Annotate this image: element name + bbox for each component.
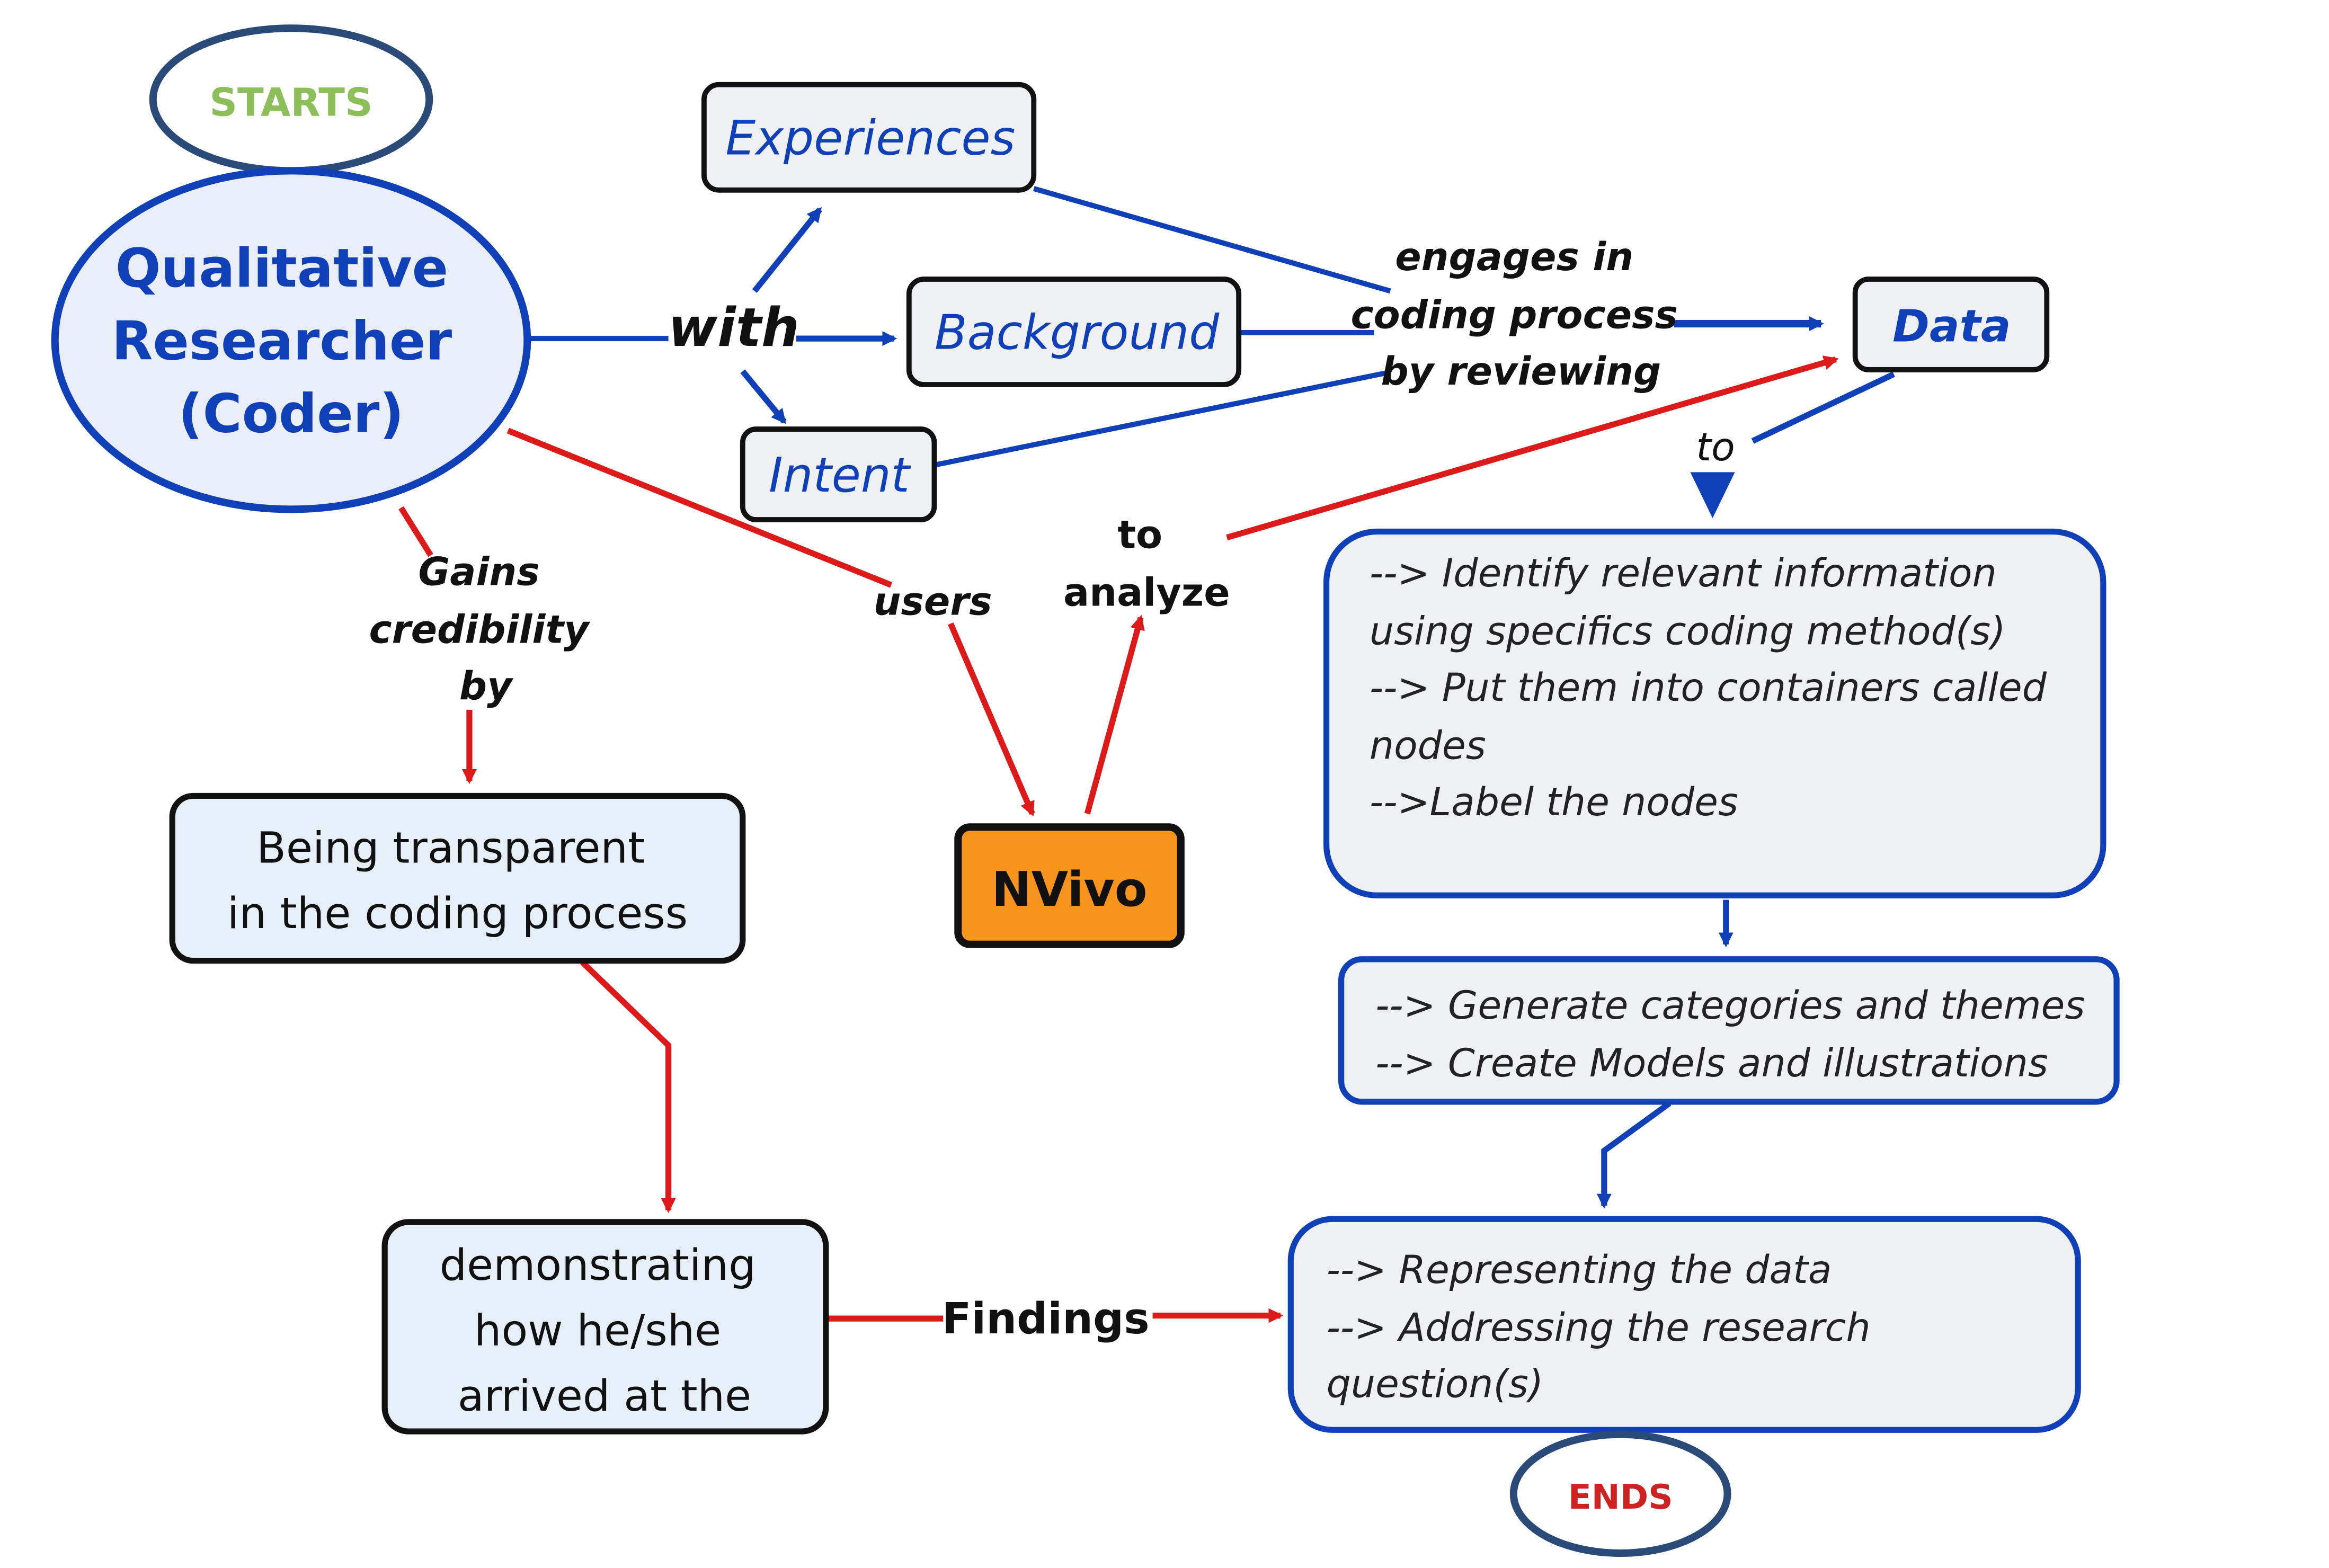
engages-label: engages in coding process by reviewing <box>1350 235 1691 394</box>
starts-label: STARTS <box>209 81 372 126</box>
intent-node: Intent <box>740 426 937 522</box>
engages-line-3: by reviewing <box>1381 349 1661 394</box>
gains-line-1: Gains <box>418 549 539 594</box>
demonstrating-line-2: how he/she <box>474 1306 721 1356</box>
intent-label: Intent <box>769 448 911 503</box>
representing-line-1: --> Representing the data <box>1327 1248 1832 1293</box>
arrow-transparent-demonstrating <box>580 960 676 1214</box>
demonstrating-line-3: arrived at the <box>458 1371 751 1421</box>
transparent-label: Being transparent in the coding process <box>227 824 688 939</box>
gains-line-3: by <box>459 664 514 709</box>
representing-line-3: question(s) <box>1327 1362 1544 1407</box>
arrow-analyze-data <box>1226 355 1839 541</box>
generate-line-1: --> Generate categories and themes <box>1375 983 2085 1028</box>
generate-label: --> Generate categories and themes --> C… <box>1375 983 2097 1086</box>
arrow-nvivo-analyze <box>1084 614 1145 815</box>
identify-line-1: --> Identify relevant information <box>1370 551 1997 596</box>
gains-line-2: credibility <box>369 608 591 653</box>
generate-line-2: --> Create Models and illustrations <box>1375 1041 2048 1086</box>
arrow-users-nvivo <box>948 622 1035 817</box>
transparent-node: Being transparent in the coding process <box>169 792 746 964</box>
connector-data-to <box>1751 371 1895 444</box>
ends-node: ENDS <box>1509 1430 1731 1557</box>
representing-node: --> Representing the data --> Addressing… <box>1287 1216 2081 1433</box>
researcher-label: Qualitative Researcher (Coder) <box>112 237 471 445</box>
generate-node: --> Generate categories and themes --> C… <box>1338 956 2120 1105</box>
to-analyze-line-2: analyze <box>1063 571 1230 616</box>
representing-line-2: --> Addressing the research <box>1327 1305 1871 1350</box>
demonstrating-line-1: demonstrating <box>440 1241 756 1290</box>
transparent-line-2: in the coding process <box>227 889 688 939</box>
engages-line-1: engages in <box>1395 235 1633 280</box>
background-label: Background <box>935 306 1220 361</box>
identify-node: --> Identify relevant information using … <box>1323 528 2106 898</box>
experiences-node: Experiences <box>701 82 1037 193</box>
to-data-label: to <box>1696 425 1735 470</box>
to-analyze-label: to analyze <box>1063 512 1230 615</box>
data-node: Data <box>1852 277 2050 372</box>
researcher-line-3: (Coder) <box>178 382 404 445</box>
researcher-node: Qualitative Researcher (Coder) <box>51 167 531 513</box>
arrowhead-to-identify <box>1690 472 1735 519</box>
connector-intent-engages <box>935 370 1388 468</box>
identify-line-3: --> Put them into containers called <box>1370 665 2047 710</box>
arrow-with-intent <box>740 369 787 424</box>
connector-researcher-gains <box>398 506 433 557</box>
engages-line-2: coding process <box>1350 292 1677 337</box>
demonstrating-node: demonstrating how he/she arrived at the <box>381 1219 829 1435</box>
to-analyze-line-1: to <box>1117 512 1162 557</box>
arrow-with-experiences <box>752 207 822 293</box>
arrow-generate-representing <box>1596 1101 1672 1209</box>
with-label: with <box>668 296 799 359</box>
ends-label: ENDS <box>1568 1477 1673 1517</box>
transparent-line-1: Being transparent <box>256 824 645 874</box>
connector-experiences-engages <box>1033 186 1391 294</box>
demonstrating-label: demonstrating how he/she arrived at the <box>440 1241 770 1421</box>
researcher-line-1: Qualitative <box>115 237 448 299</box>
identify-label: --> Identify relevant information using … <box>1370 551 2059 825</box>
representing-label: --> Representing the data --> Addressing… <box>1327 1248 1883 1407</box>
nvivo-node: NVivo <box>954 823 1185 948</box>
experiences-label: Experiences <box>725 111 1015 166</box>
background-node: Background <box>906 277 1242 387</box>
starts-node: STARTS <box>149 24 433 175</box>
identify-line-2: using specifics coding method(s) <box>1370 609 2006 654</box>
data-label: Data <box>1892 300 2011 352</box>
gains-label: Gains credibility by <box>369 549 602 709</box>
findings-label: Findings <box>942 1294 1150 1344</box>
researcher-line-2: Researcher <box>112 309 452 372</box>
connector-researcher-users <box>506 427 893 588</box>
users-label: users <box>874 579 992 624</box>
connectors <box>398 186 1895 1323</box>
identify-line-4: nodes <box>1370 723 1486 768</box>
nvivo-label: NVivo <box>992 862 1148 917</box>
identify-line-5: -->Label the nodes <box>1370 780 1738 825</box>
